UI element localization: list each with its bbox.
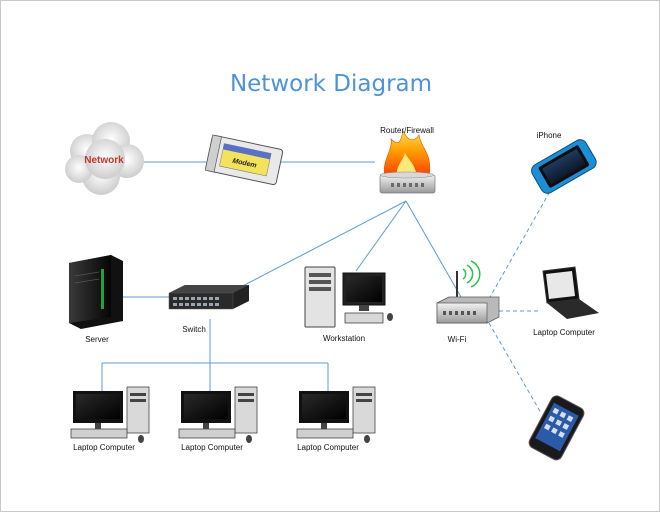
router-firewall-label: Router/Firewall	[380, 126, 434, 135]
switch-icon	[168, 285, 249, 310]
laptop-computer-2-label: Laptop Computer	[181, 443, 243, 452]
connection-lines	[101, 161, 462, 391]
laptop-computer-2-icon	[178, 386, 258, 443]
network-label: Network	[84, 155, 124, 166]
laptop-right-label: Laptop Computer	[533, 328, 595, 337]
workstation-icon	[304, 266, 393, 328]
wifi-router-icon	[436, 260, 500, 324]
wifi-label: Wi-Fi	[447, 335, 467, 344]
switch-label: Switch	[182, 325, 206, 334]
wifi-link-smartphone	[488, 322, 542, 414]
server-label: Server	[85, 335, 109, 344]
laptop-computer-1-label: Laptop Computer	[73, 443, 135, 452]
modem-label: Modem	[232, 158, 257, 170]
iphone-icon	[531, 139, 597, 194]
laptop-computer-1-icon	[70, 386, 150, 443]
laptop-computer-3-icon	[296, 386, 376, 443]
network-cloud-icon: Network	[65, 122, 144, 195]
smartphone-icon	[528, 395, 585, 461]
link-router-wifi	[405, 200, 462, 298]
link-router-workstation	[355, 200, 407, 272]
wireless-links	[488, 192, 550, 414]
router-firewall-icon	[379, 130, 436, 194]
modem-icon: Modem	[204, 134, 284, 186]
iphone-label: iPhone	[536, 131, 562, 140]
server-icon	[69, 255, 123, 329]
link-router-switch	[232, 200, 407, 292]
laptop-right-icon	[542, 266, 599, 319]
wifi-link-iphone	[488, 192, 550, 300]
page-title: Network Diagram	[229, 71, 433, 97]
laptop-computer-3-label: Laptop Computer	[297, 443, 359, 452]
workstation-label: Workstation	[322, 334, 366, 343]
